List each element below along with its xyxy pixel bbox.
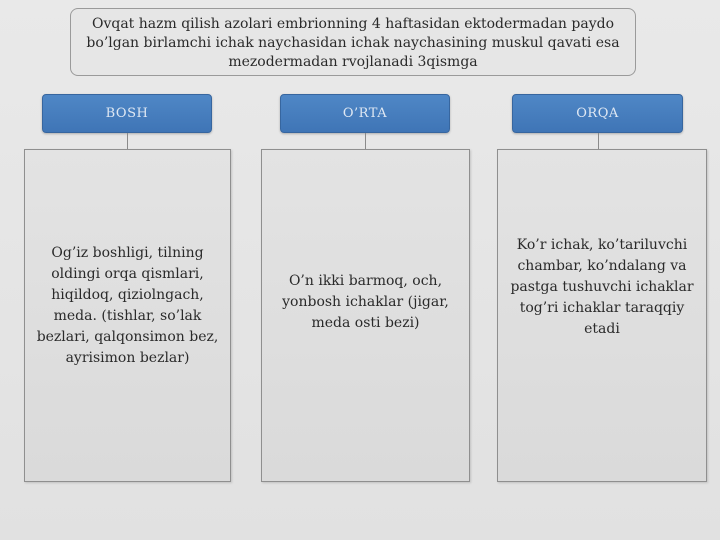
header-orta: O’RTA: [280, 94, 450, 133]
connector-bosh: [127, 133, 128, 149]
header-orta-label: O’RTA: [342, 106, 388, 121]
header-bosh-label: BOSH: [105, 106, 149, 121]
column-bosh-box: Og’iz boshligi, tilning oldingi orqa qis…: [24, 149, 231, 482]
column-orta-box: O’n ikki barmoq, och, yonbosh ichaklar (…: [261, 149, 470, 482]
connector-orqa: [598, 133, 599, 149]
column-orta-text: O’n ikki barmoq, och, yonbosh ichaklar (…: [282, 273, 449, 331]
header-orqa: ORQA: [512, 94, 683, 133]
header-bosh: BOSH: [42, 94, 212, 133]
column-bosh-text: Og’iz boshligi, tilning oldingi orqa qis…: [36, 244, 219, 366]
diagram-title: Ovqat hazm qilish azolari embrionning 4 …: [70, 8, 636, 76]
connector-orta: [365, 133, 366, 149]
column-orqa-box: Ko’r ichak, ko’tariluvchi chambar, ko’nd…: [497, 149, 707, 482]
column-orqa-text: Ko’r ichak, ko’tariluvchi chambar, ko’nd…: [510, 237, 694, 337]
header-orqa-label: ORQA: [576, 106, 619, 121]
